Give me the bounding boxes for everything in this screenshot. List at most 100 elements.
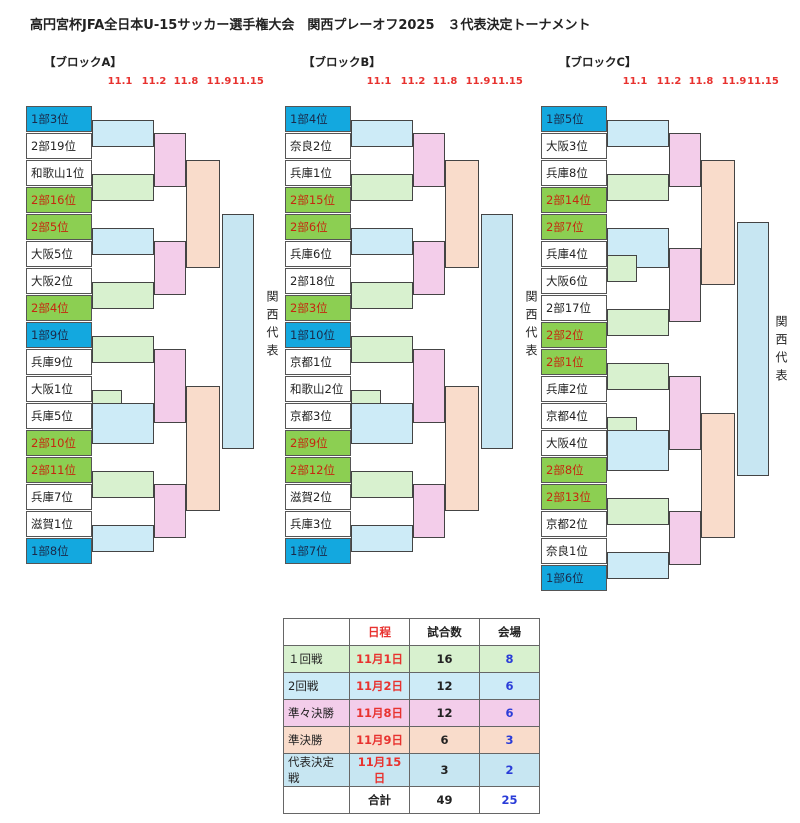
schedule-games: 12 bbox=[409, 672, 480, 700]
team-slot: 兵庫5位 bbox=[26, 403, 92, 429]
team-slot: 2部7位 bbox=[541, 214, 607, 240]
block-label: 【ブロックB】 bbox=[303, 55, 381, 69]
schedule-venues: 2 bbox=[479, 753, 540, 787]
team-slot: 2部1位 bbox=[541, 349, 607, 375]
quarterfinal-match bbox=[154, 133, 186, 187]
round-date-1: 11.1 bbox=[622, 76, 648, 87]
team-slot: 奈良1位 bbox=[541, 538, 607, 564]
schedule-date: 11月2日 bbox=[349, 672, 410, 700]
team-slot: 滋賀2位 bbox=[285, 484, 351, 510]
team-slot: 2部3位 bbox=[285, 295, 351, 321]
team-slot: 1部6位 bbox=[541, 565, 607, 591]
round1-match bbox=[92, 281, 154, 309]
final-label: 関西代表 bbox=[524, 290, 538, 362]
quarterfinal-match bbox=[669, 247, 701, 322]
team-slot: 1部9位 bbox=[26, 322, 92, 348]
quarterfinal-match bbox=[413, 349, 445, 424]
round2-match bbox=[351, 524, 413, 552]
schedule-header-round bbox=[283, 618, 350, 646]
round2-match bbox=[607, 430, 669, 471]
team-slot: 2部17位 bbox=[541, 295, 607, 321]
team-slot: 2部9位 bbox=[285, 430, 351, 456]
team-slot: 兵庫9位 bbox=[26, 349, 92, 375]
schedule-total-blank bbox=[283, 786, 350, 814]
round1-match bbox=[351, 335, 413, 363]
schedule-venues: 6 bbox=[479, 699, 540, 727]
quarterfinal-match bbox=[669, 376, 701, 451]
round-date-5: 11.15 bbox=[747, 76, 779, 87]
schedule-date: 11月1日 bbox=[349, 645, 410, 673]
team-slot: 2部13位 bbox=[541, 484, 607, 510]
round-date-2: 11.2 bbox=[656, 76, 682, 87]
quarterfinal-match bbox=[154, 349, 186, 424]
quarterfinal-match bbox=[669, 133, 701, 187]
semifinal-match bbox=[186, 160, 220, 268]
round2-match bbox=[607, 227, 669, 268]
team-slot: 2部18位 bbox=[285, 268, 351, 294]
round2-match bbox=[351, 403, 413, 444]
round1-match bbox=[351, 281, 413, 309]
team-slot: 京都4位 bbox=[541, 403, 607, 429]
quarterfinal-match bbox=[154, 484, 186, 538]
schedule-total-games: 49 bbox=[409, 786, 480, 814]
team-slot: 和歌山1位 bbox=[26, 160, 92, 186]
schedule-header-date: 日程 bbox=[349, 618, 410, 646]
final-label: 関西代表 bbox=[774, 315, 788, 387]
final-match bbox=[737, 222, 769, 476]
team-slot: 京都3位 bbox=[285, 403, 351, 429]
semifinal-match bbox=[701, 160, 735, 285]
team-slot: 兵庫3位 bbox=[285, 511, 351, 537]
final-match bbox=[481, 214, 513, 449]
team-slot: 兵庫6位 bbox=[285, 241, 351, 267]
team-slot: 2部2位 bbox=[541, 322, 607, 348]
schedule-date: 11月9日 bbox=[349, 726, 410, 754]
team-slot: 1部3位 bbox=[26, 106, 92, 132]
team-slot: 大阪3位 bbox=[541, 133, 607, 159]
schedule-date: 11月15日 bbox=[349, 753, 410, 787]
round1-match bbox=[92, 173, 154, 201]
team-slot: 2部11位 bbox=[26, 457, 92, 483]
team-slot: 2部14位 bbox=[541, 187, 607, 213]
team-slot: 京都1位 bbox=[285, 349, 351, 375]
schedule-round: １回戦 bbox=[283, 645, 350, 673]
round-date-2: 11.2 bbox=[141, 76, 167, 87]
round1-match bbox=[607, 362, 669, 390]
team-slot: 2部12位 bbox=[285, 457, 351, 483]
round-date-1: 11.1 bbox=[107, 76, 133, 87]
quarterfinal-match bbox=[413, 484, 445, 538]
schedule-total-label: 合計 bbox=[349, 786, 410, 814]
team-slot: 兵庫4位 bbox=[541, 241, 607, 267]
team-slot: 滋賀1位 bbox=[26, 511, 92, 537]
round1-match bbox=[607, 173, 669, 201]
page-title: 高円宮杯JFA全日本U-15サッカー選手権大会 関西プレーオフ2025 ３代表決… bbox=[30, 18, 591, 33]
team-slot: 2部16位 bbox=[26, 187, 92, 213]
round2-match bbox=[92, 524, 154, 552]
block-label: 【ブロックC】 bbox=[559, 55, 637, 69]
quarterfinal-match bbox=[154, 241, 186, 295]
team-slot: 1部7位 bbox=[285, 538, 351, 564]
schedule-header-row: 日程 試合数 会場 bbox=[283, 618, 540, 646]
schedule-round: 代表決定戦 bbox=[283, 753, 350, 787]
round1-match bbox=[607, 497, 669, 525]
round-date-5: 11.15 bbox=[232, 76, 264, 87]
final-label: 関西代表 bbox=[265, 290, 279, 362]
team-slot: 1部4位 bbox=[285, 106, 351, 132]
schedule-venues: 6 bbox=[479, 672, 540, 700]
round-date-4: 11.9 bbox=[465, 76, 491, 87]
semifinal-match bbox=[186, 386, 220, 511]
round2-match bbox=[351, 119, 413, 147]
schedule-header-venue: 会場 bbox=[479, 618, 540, 646]
team-slot: 2部19位 bbox=[26, 133, 92, 159]
schedule-venues: 3 bbox=[479, 726, 540, 754]
schedule-round: 準決勝 bbox=[283, 726, 350, 754]
round1-match bbox=[607, 254, 637, 282]
schedule-games: 12 bbox=[409, 699, 480, 727]
team-slot: 2部4位 bbox=[26, 295, 92, 321]
team-slot: 1部5位 bbox=[541, 106, 607, 132]
round-date-2: 11.2 bbox=[400, 76, 426, 87]
